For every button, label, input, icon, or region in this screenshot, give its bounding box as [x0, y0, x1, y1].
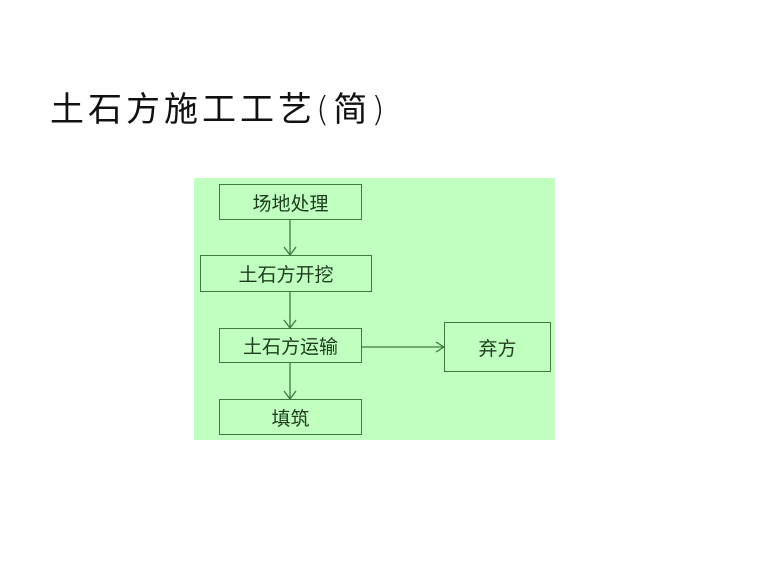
node-earthwork-transport: 土石方运输 — [219, 328, 362, 363]
node-earthwork-excavation: 土石方开挖 — [200, 255, 372, 292]
node-site-preparation: 场地处理 — [219, 184, 362, 220]
flowchart-panel — [194, 178, 555, 440]
node-fill: 填筑 — [219, 399, 362, 435]
node-spoil: 弃方 — [444, 322, 551, 372]
slide-title: 土石方施工工艺(简) — [50, 90, 389, 130]
